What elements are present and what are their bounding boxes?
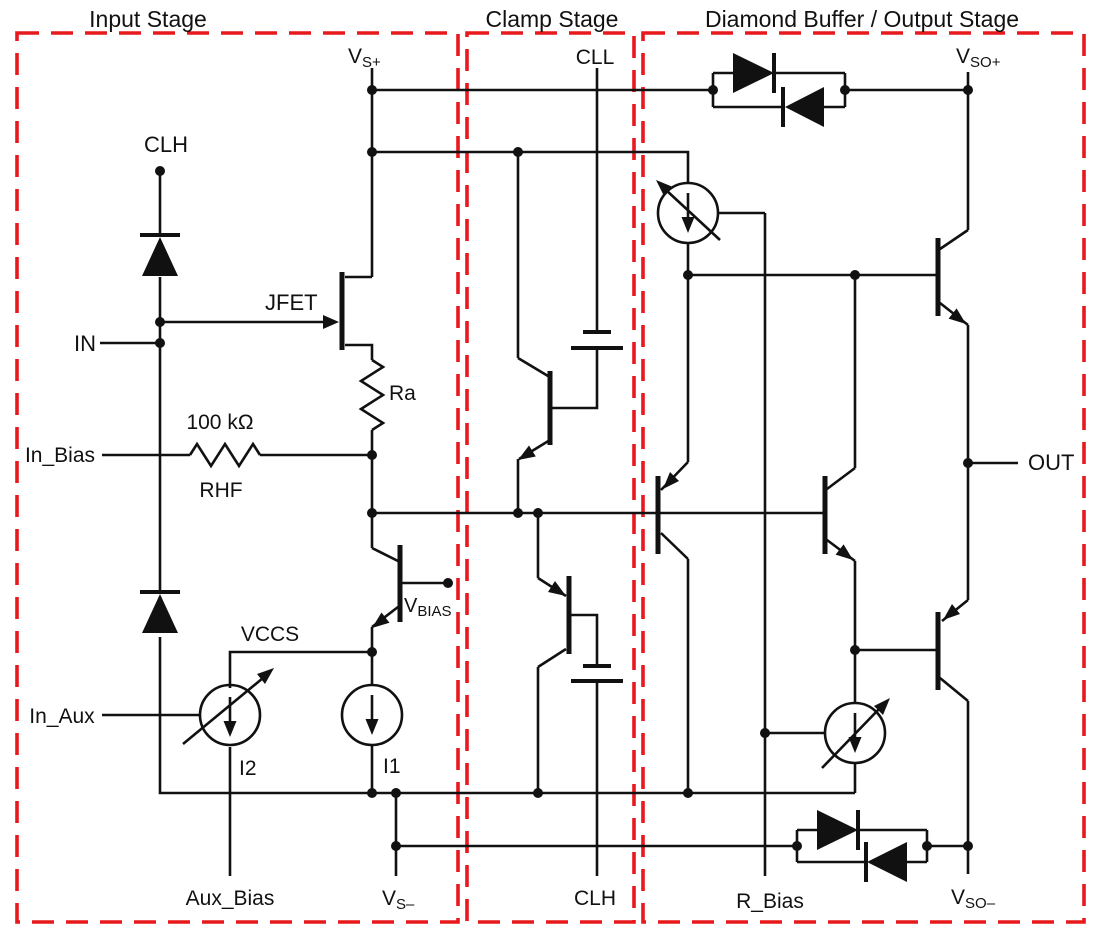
jfet-gate-arrow (323, 315, 339, 329)
top-vccs-variable-arrow (656, 180, 673, 196)
in-bias-terminal-label: In_Bias (25, 444, 95, 467)
clamp-lower-emitter-arrow (548, 581, 566, 596)
vs-plus-terminal-label: VS+ (348, 45, 381, 71)
clamp-upper-emitter-arrow (518, 445, 536, 460)
top-vccs-arrow-head (681, 217, 695, 233)
wire-net (100, 68, 1018, 876)
in-aux-terminal-label: In_Aux (29, 705, 95, 728)
vbias-emitter-arrow (372, 612, 390, 628)
bottom-vccs-variable-arrow (874, 698, 890, 715)
rhf-resistor-zigzag (188, 441, 262, 469)
input-stage-box (15, 31, 460, 924)
output-stage-box (641, 31, 1086, 924)
out-terminal-label: OUT (1028, 450, 1074, 475)
device-arrows (323, 308, 966, 628)
vs-minus-terminal-label: VS– (382, 887, 415, 913)
ra-resistor-zigzag (358, 358, 386, 432)
wires (100, 68, 1018, 876)
clamp-batteries (571, 330, 623, 683)
output-stage-title: Diamond Buffer / Output Stage (705, 6, 1019, 32)
bottom-vccs-variable-diagonal (821, 707, 881, 769)
i1-label: I1 (383, 755, 401, 778)
i2-arrow-head (223, 721, 237, 737)
bottom-vccs-icon (823, 701, 887, 765)
i2-variable-arrow (257, 668, 274, 684)
bottom-pair-right-diode-icon (817, 810, 858, 850)
input-stage-title: Input Stage (89, 6, 207, 32)
labels: Input Stage Clamp Stage Diamond Buffer /… (25, 6, 1074, 913)
output-npn-emitter-arrow (948, 308, 966, 324)
vbias-label: VBIAS (404, 595, 452, 620)
vso-plus-terminal-label: VSO+ (956, 45, 1001, 71)
lower-protection-diode-icon (142, 594, 178, 633)
jfet-label: JFET (265, 290, 318, 315)
clh-top-terminal-label: CLH (144, 132, 188, 157)
top-pair-left-diode-icon (785, 87, 824, 127)
top-vccs-icon (656, 181, 720, 245)
current-sources (182, 180, 890, 769)
ra-label: Ra (389, 382, 416, 405)
aux-bias-terminal-label: Aux_Bias (186, 887, 275, 910)
clamp-stage-title: Clamp Stage (486, 6, 619, 32)
r-bias-terminal-label: R_Bias (736, 890, 804, 913)
bottom-pair-left-diode-icon (867, 842, 907, 882)
rhf-value-label: 100 kΩ (186, 411, 253, 434)
stage-boxes (15, 31, 1086, 924)
output-pnp-emitter-arrow (943, 604, 960, 620)
i2-label: I2 (239, 757, 257, 780)
bottom-vccs-arrow-head (848, 737, 862, 753)
top-vccs-variable-diagonal (665, 189, 721, 241)
diodes (140, 53, 907, 882)
i1-current-source-icon (340, 683, 404, 747)
junction-dots (155, 85, 973, 851)
top-pair-right-diode-icon (733, 53, 774, 93)
in-terminal-label: IN (74, 331, 96, 356)
i1-arrow-head (365, 719, 379, 735)
clh-bottom-terminal-label: CLH (574, 887, 616, 910)
vccs-label: VCCS (241, 623, 299, 646)
transistor-bars (339, 238, 941, 690)
i2-current-source-icon (198, 683, 262, 747)
clamp-stage-box (465, 31, 636, 924)
clh-diode-icon (142, 237, 178, 276)
rhf-label: RHF (199, 479, 242, 502)
vso-minus-terminal-label: VSO– (951, 886, 996, 912)
cll-terminal-label: CLL (576, 46, 615, 69)
i2-variable-diagonal (182, 676, 264, 746)
buffer-npn-emitter-arrow (835, 544, 853, 560)
buffer-pnp-emitter-arrow (663, 472, 679, 489)
